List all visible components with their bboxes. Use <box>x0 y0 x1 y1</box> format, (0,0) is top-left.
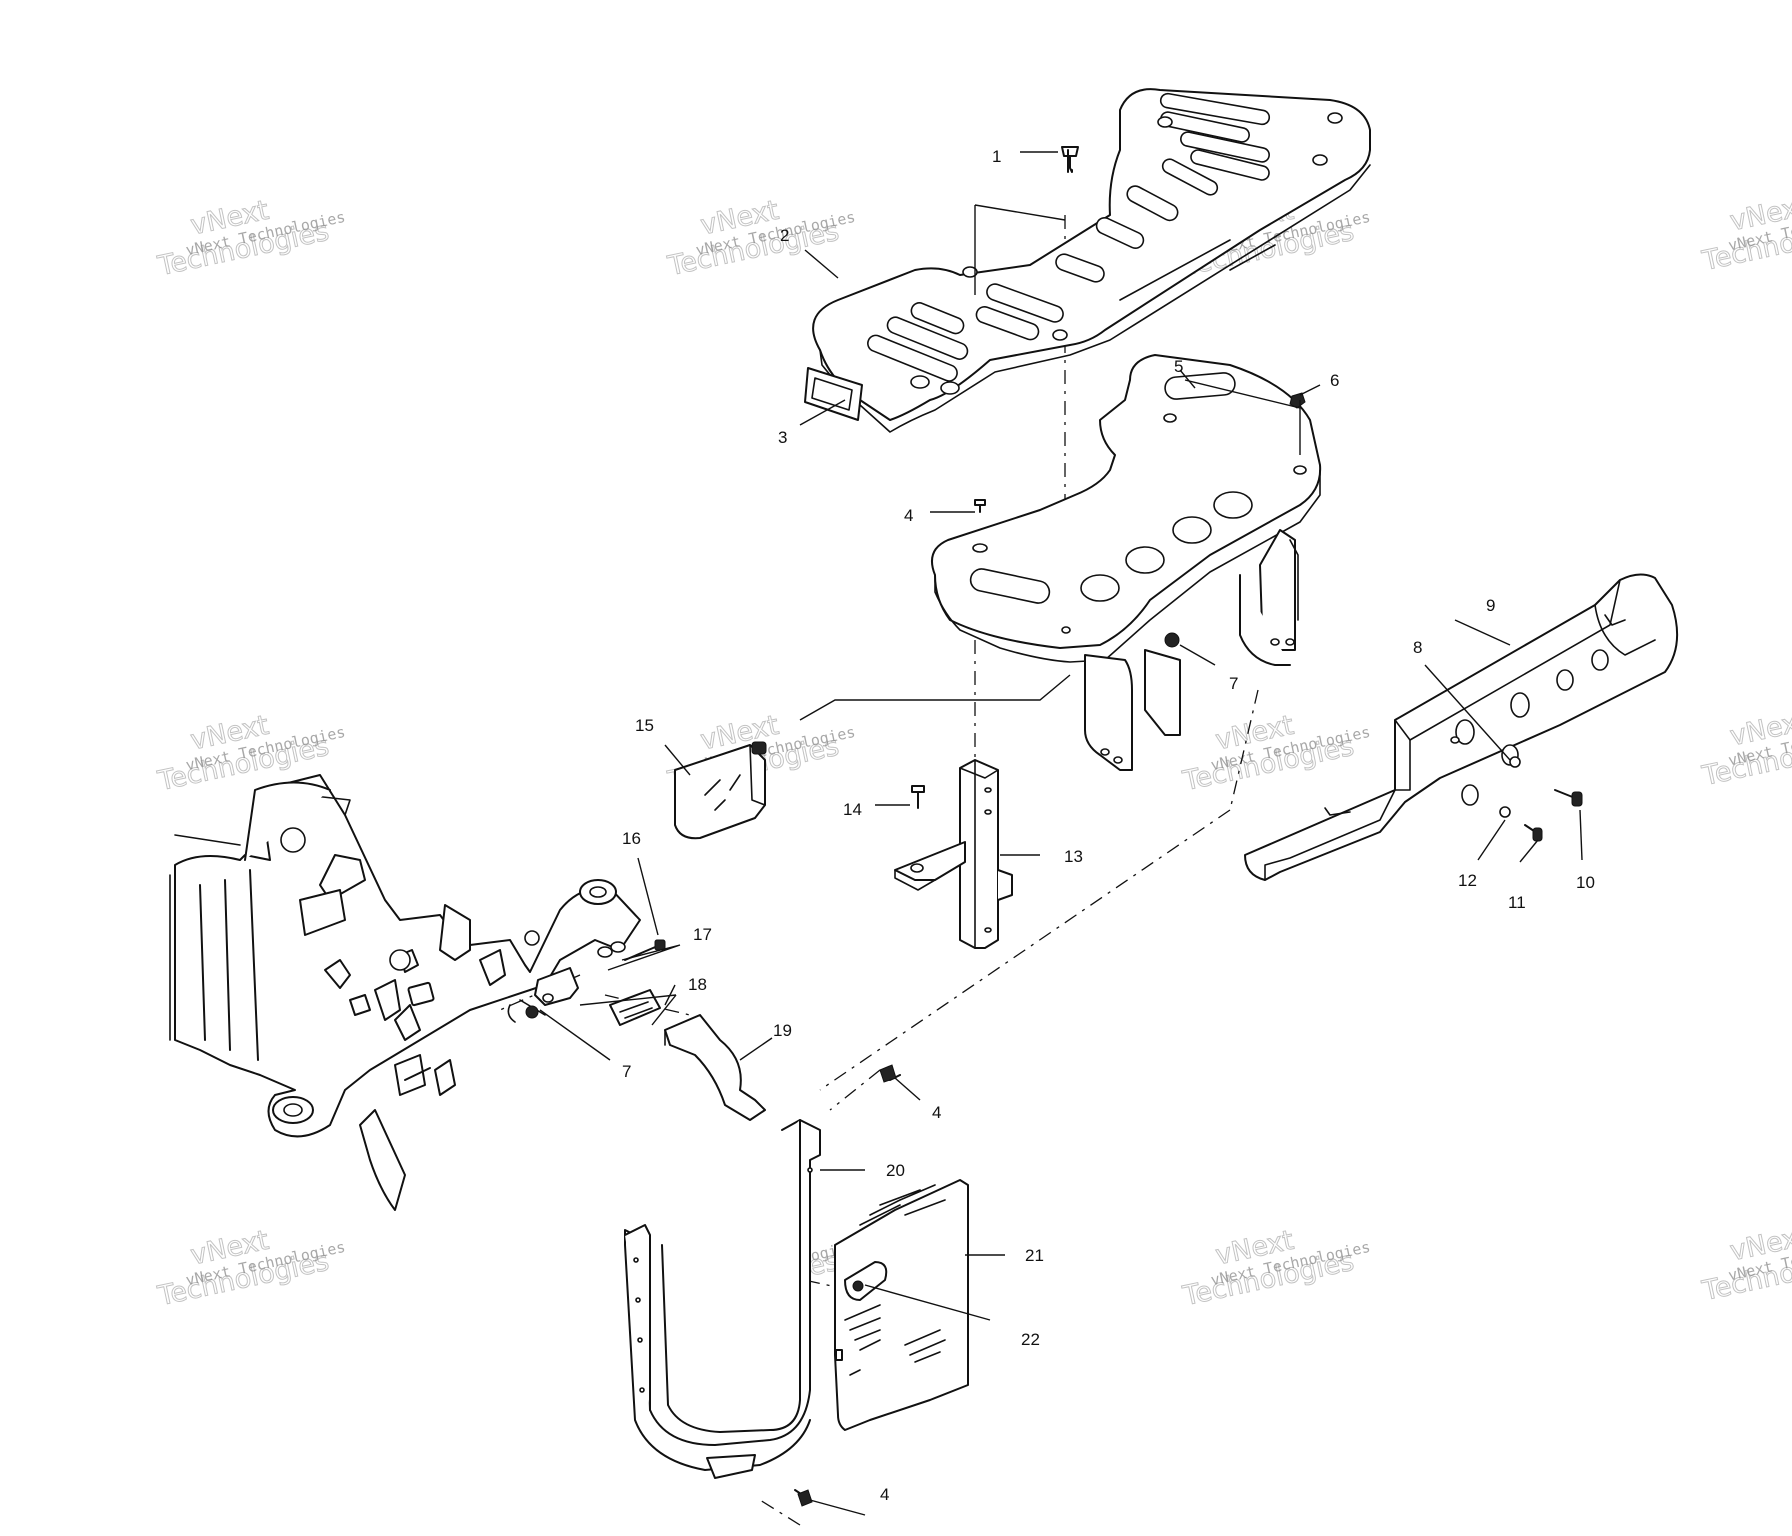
callout-15: 15 <box>635 716 654 735</box>
callout-10: 10 <box>1576 873 1595 892</box>
callout-labels: 1 2 3 4 5 6 7 9 8 15 14 13 12 11 10 16 1… <box>622 147 1595 1504</box>
small-bolts <box>794 146 1306 1507</box>
watermark-9: vNext Technologies vNext Technologies <box>154 1224 347 1313</box>
callout-8: 8 <box>1413 638 1422 657</box>
watermark-1: vNext Technologies vNext Technologies <box>154 194 347 283</box>
callout-4c: 4 <box>880 1485 889 1504</box>
callout-11: 11 <box>1508 893 1526 912</box>
callout-7b: 7 <box>622 1062 631 1081</box>
mud-flap <box>834 1179 969 1431</box>
watermark-11: vNext Technologies vNext Technologies <box>1179 1224 1372 1313</box>
watermark-8: vNext Technologies vNext Technologies <box>1699 705 1792 792</box>
lower-rack <box>931 354 1322 771</box>
callout-16: 16 <box>622 829 641 848</box>
watermark-12: vNext Technologies vNext Technologies <box>1699 1220 1792 1307</box>
vehicle-frame <box>169 774 641 1211</box>
callout-18: 18 <box>688 975 707 994</box>
callout-19: 19 <box>773 1021 792 1040</box>
mud-flap-clamp <box>844 1261 888 1301</box>
reflector <box>804 367 863 421</box>
bumper-fasteners <box>1499 756 1583 842</box>
callout-17: 17 <box>693 925 712 944</box>
callout-14: 14 <box>843 800 862 819</box>
callout-9: 9 <box>1486 596 1495 615</box>
callout-4b: 4 <box>932 1103 941 1122</box>
callout-20: 20 <box>886 1161 905 1180</box>
callout-2: 2 <box>780 226 789 245</box>
callout-12: 12 <box>1458 871 1477 890</box>
callout-7: 7 <box>1229 674 1238 693</box>
watermark-2: vNext Technologies vNext Technologies <box>664 194 857 283</box>
watermark-7: vNext Technologies vNext Technologies <box>1179 709 1372 798</box>
watermark-4: vNext Technologies vNext Technologies <box>1699 190 1792 277</box>
upper-rack <box>812 88 1371 433</box>
callout-22: 22 <box>1021 1330 1040 1349</box>
callout-21: 21 <box>1025 1246 1044 1265</box>
mount-hardware <box>507 939 666 1026</box>
connector-tube <box>664 1014 766 1121</box>
tail-light <box>674 741 767 840</box>
callout-6: 6 <box>1330 371 1339 390</box>
callout-3: 3 <box>778 428 787 447</box>
rear-bumper <box>1244 573 1679 881</box>
u-bar <box>624 1119 821 1479</box>
callout-1: 1 <box>992 147 1001 166</box>
support-bracket <box>894 759 1013 949</box>
callout-5: 5 <box>1174 357 1183 376</box>
callout-13: 13 <box>1064 847 1083 866</box>
leader-lines <box>539 151 1583 1516</box>
callout-4: 4 <box>904 506 913 525</box>
